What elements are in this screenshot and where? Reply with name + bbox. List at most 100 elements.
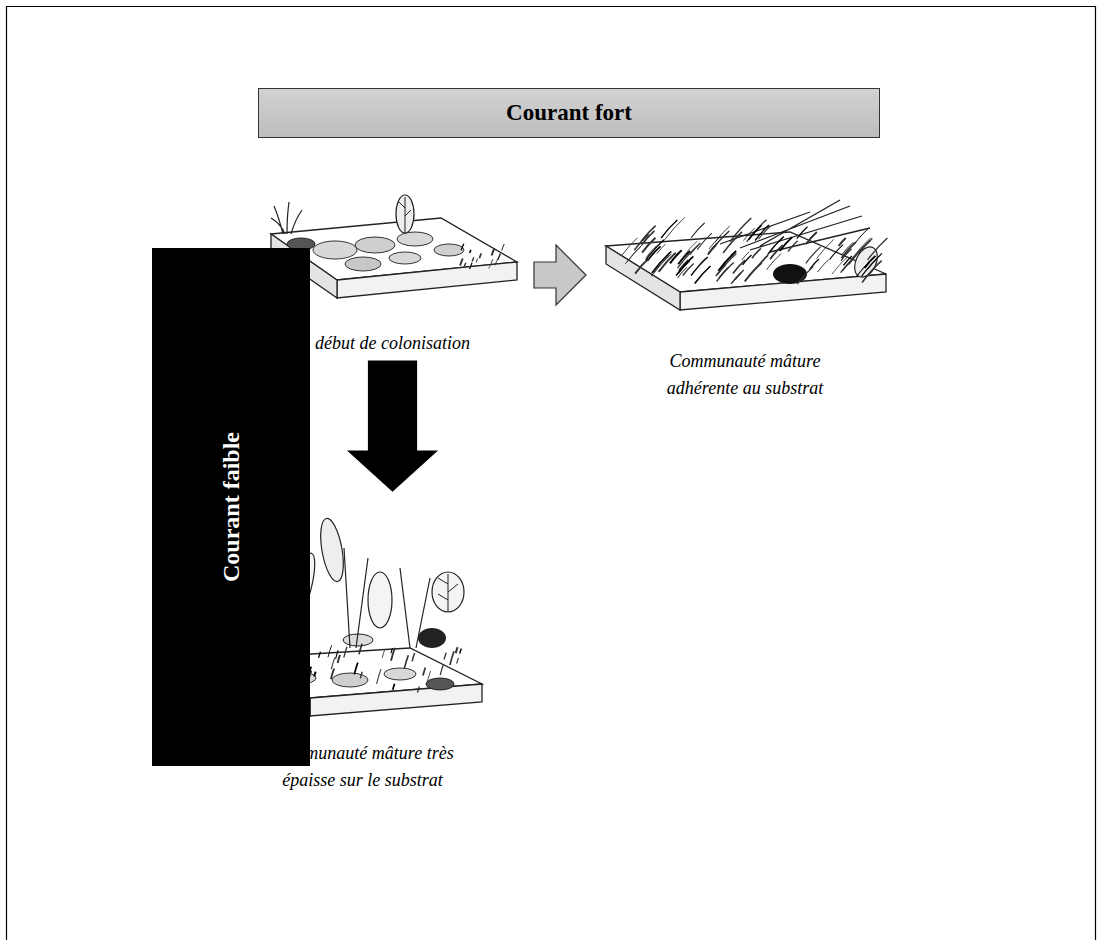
sketch-stroke xyxy=(634,234,648,250)
sketch-stroke xyxy=(490,259,493,265)
sketch-stroke xyxy=(767,254,781,270)
sketch-stroke xyxy=(418,687,420,693)
sketch-stroke xyxy=(652,251,672,273)
sketch-stroke xyxy=(360,672,362,679)
sketch-stroke xyxy=(359,644,362,655)
sketch-stroke xyxy=(797,267,813,285)
sketch-stroke xyxy=(759,226,771,239)
sketch-stroke xyxy=(842,243,853,255)
sketch-stroke xyxy=(434,244,464,256)
band-label: Courant faible xyxy=(218,432,245,582)
sketch-stroke xyxy=(460,259,463,266)
sketch-stroke xyxy=(319,652,321,658)
sketch-stroke xyxy=(397,232,433,246)
sketch-stroke xyxy=(606,246,680,310)
sketch-stroke xyxy=(768,237,784,255)
sketch-stroke xyxy=(444,653,446,660)
hollow-arrow xyxy=(534,245,586,305)
solid-arrow xyxy=(349,361,437,491)
sketch-stroke xyxy=(627,247,641,262)
sketch-stroke xyxy=(676,256,693,275)
sketch-stroke xyxy=(472,257,474,261)
sketch-stroke xyxy=(461,244,464,251)
sketch-stroke xyxy=(317,517,348,584)
sketch-stroke xyxy=(382,650,384,658)
sketch-stroke xyxy=(749,226,762,240)
sketch-stroke xyxy=(393,684,395,690)
sketch-stroke xyxy=(314,672,316,677)
sketch-stroke xyxy=(625,243,644,264)
sketch-stroke xyxy=(332,673,368,687)
sketch-stroke xyxy=(399,197,411,233)
sketch-stroke xyxy=(752,248,761,258)
sketch-stroke xyxy=(742,252,749,260)
sketch-stroke xyxy=(788,241,798,252)
sketch-stroke xyxy=(470,263,473,269)
sketch-stroke xyxy=(344,548,430,648)
sketch-stroke xyxy=(331,669,334,680)
sketch-stroke xyxy=(717,262,734,281)
sketch-stroke xyxy=(691,257,708,276)
stage-caption: Communauté mâture très épaisse sur le su… xyxy=(263,740,463,794)
sketch-stroke xyxy=(642,231,655,245)
sketch-stroke xyxy=(839,238,846,246)
sketch-stroke xyxy=(733,260,745,273)
sketch-stroke xyxy=(498,254,501,261)
frame-line xyxy=(7,7,1096,941)
sketch-stroke xyxy=(310,684,482,716)
adherent-community-sketch xyxy=(600,188,892,323)
sketch-stroke xyxy=(476,259,478,263)
sketch-stroke xyxy=(856,229,868,243)
sketch-stroke xyxy=(773,264,807,284)
sketch-stroke xyxy=(404,655,408,669)
sketch-stroke xyxy=(412,653,415,662)
sketch-stroke xyxy=(697,259,705,268)
sketch-stroke xyxy=(460,648,462,653)
sketch-stroke xyxy=(345,257,381,271)
sketch-stroke xyxy=(355,237,395,253)
sketch-stroke xyxy=(651,254,671,276)
sketch-stroke xyxy=(489,265,490,268)
sketch-stroke xyxy=(328,645,332,657)
sketch-stroke xyxy=(697,233,712,249)
sketch-stroke xyxy=(735,270,744,280)
sketch-stroke xyxy=(344,647,347,658)
sketch-stroke xyxy=(730,218,751,242)
sketch-stroke xyxy=(470,250,471,253)
sketch-stroke xyxy=(862,253,883,276)
sketch-stroke xyxy=(377,669,381,684)
community-stage: Communauté mâture très épaisse sur le su… xyxy=(225,495,500,794)
sketch-stroke xyxy=(271,202,302,234)
sketch-stroke xyxy=(759,255,768,265)
sketch-stroke xyxy=(646,240,664,260)
sketch-stroke xyxy=(755,225,769,240)
sketch-stroke xyxy=(418,628,446,648)
sketch-stroke xyxy=(806,247,821,263)
sketch-stroke xyxy=(354,663,358,675)
sketch-stroke xyxy=(716,265,726,276)
sketch-stroke xyxy=(646,246,656,258)
sketch-stroke xyxy=(502,244,505,251)
sketch-stroke xyxy=(368,572,392,628)
sketch-stroke xyxy=(313,241,357,259)
sketch-stroke xyxy=(384,668,416,680)
sketch-stroke xyxy=(635,258,649,273)
sketch-stroke xyxy=(336,650,339,659)
sketch-stroke xyxy=(806,232,817,244)
sketch-stroke xyxy=(664,217,685,240)
sketch-stroke xyxy=(389,252,421,264)
sketch-stroke xyxy=(396,195,414,233)
community-stage: Communauté mâture adhérente au substrat xyxy=(590,190,900,402)
sketch-stroke xyxy=(432,572,464,612)
band-label: Courant fort xyxy=(506,100,632,126)
sketch-stroke xyxy=(770,245,783,259)
sketch-stroke xyxy=(456,647,458,653)
sketch-stroke xyxy=(691,223,705,238)
sketch-stroke xyxy=(865,256,876,268)
current-band: Courant faible xyxy=(152,248,310,766)
community-stage: début de colonisation xyxy=(255,190,530,357)
sketch-stroke xyxy=(331,658,335,670)
sketch-stroke xyxy=(715,226,730,242)
sketch-stroke xyxy=(723,232,742,253)
